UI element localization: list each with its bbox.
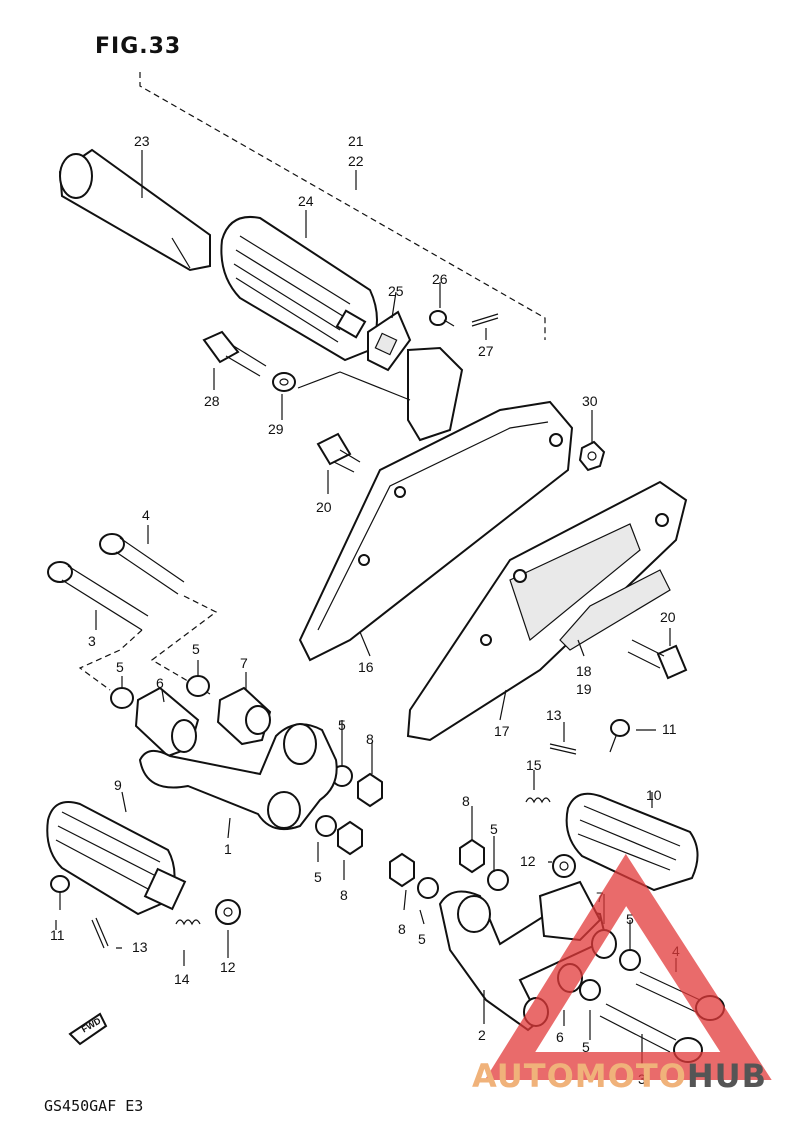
callout-c8d: 8 xyxy=(398,921,406,937)
callout-c19: 19 xyxy=(576,681,592,697)
part-shaft xyxy=(58,148,211,272)
model-code: GS450GAF E3 xyxy=(44,1097,144,1115)
part-plate xyxy=(367,310,412,372)
callout-c8a: 8 xyxy=(366,731,374,747)
callout-c28: 28 xyxy=(204,393,220,409)
callout-c23: 23 xyxy=(134,133,150,149)
part-nuts xyxy=(337,772,485,888)
callout-c21: 21 xyxy=(348,133,364,149)
callout-c15: 15 xyxy=(526,757,542,773)
leader-29 xyxy=(297,371,411,401)
part-footpeg-rubber-rear xyxy=(220,216,378,362)
callout-c29: 29 xyxy=(268,421,284,437)
callout-c6a: 6 xyxy=(156,675,164,691)
watermark-part1: AUTOMOTO xyxy=(472,1057,687,1095)
callout-c5g: 5 xyxy=(418,931,426,947)
part-nut-30 xyxy=(578,440,606,472)
callout-c13b: 13 xyxy=(132,939,148,955)
callout-c9: 9 xyxy=(114,777,122,793)
callout-c10: 10 xyxy=(646,787,662,803)
part-cotter-pin xyxy=(471,313,499,327)
callout-c4a: 4 xyxy=(142,507,150,523)
callout-c1: 1 xyxy=(224,841,232,857)
guide-lines xyxy=(78,595,218,695)
callout-c5d: 5 xyxy=(490,821,498,837)
callout-c5e: 5 xyxy=(314,869,322,885)
callout-c2: 2 xyxy=(478,1027,486,1043)
callout-c5b: 5 xyxy=(192,641,200,657)
callout-c4b: 4 xyxy=(672,943,680,959)
part-bracket-16 xyxy=(298,400,574,662)
callout-c14: 14 xyxy=(174,971,190,987)
callout-c25: 25 xyxy=(388,283,404,299)
callout-c5a: 5 xyxy=(116,659,124,675)
part-footpeg-arm-1 xyxy=(138,723,338,830)
part-bracket-small xyxy=(407,346,464,442)
callout-c6b: 6 xyxy=(556,1029,564,1045)
part-bolt-28 xyxy=(202,330,267,377)
assembly-line xyxy=(139,72,546,340)
callout-c12a: 12 xyxy=(520,853,536,869)
part-collars xyxy=(134,686,272,758)
callout-c17: 17 xyxy=(494,723,510,739)
part-footpeg-9 xyxy=(46,801,187,916)
callout-c7b: 7 xyxy=(596,889,604,905)
callout-c5h: 5 xyxy=(582,1039,590,1055)
callout-c18: 18 xyxy=(576,663,592,679)
callout-c8b: 8 xyxy=(462,793,470,809)
callout-c13a: 13 xyxy=(546,707,562,723)
callout-c20a: 20 xyxy=(316,499,332,515)
callout-c7a: 7 xyxy=(240,655,248,671)
part-bolt-4-left xyxy=(99,533,185,595)
leader-lines xyxy=(55,150,677,1066)
part-springs xyxy=(175,797,551,926)
callout-c11b: 11 xyxy=(50,927,65,943)
callout-c8c: 8 xyxy=(340,887,348,903)
callout-c12b: 12 xyxy=(220,959,236,975)
part-washer-29 xyxy=(272,372,296,392)
figure-title: FIG.33 xyxy=(95,34,182,59)
callout-c3a: 3 xyxy=(88,633,96,649)
callout-c11a: 11 xyxy=(662,721,677,737)
callout-c22: 22 xyxy=(348,153,364,169)
watermark-part2: HUB xyxy=(686,1057,768,1095)
callout-c5f: 5 xyxy=(626,911,634,927)
watermark-text: AUTOMOTOHUB xyxy=(472,1057,767,1095)
part-cotter-13 xyxy=(91,743,577,949)
part-bolt-3-left xyxy=(47,561,149,631)
callout-c5c: 5 xyxy=(338,717,346,733)
callout-c24: 24 xyxy=(298,193,314,209)
part-footpeg-10 xyxy=(565,792,699,892)
part-bolt-20-lower xyxy=(627,639,688,680)
part-plate-18 xyxy=(559,569,671,651)
callout-c16: 16 xyxy=(358,659,374,675)
callout-c27: 27 xyxy=(478,343,494,359)
part-heel-plate-17 xyxy=(406,480,688,742)
part-pin xyxy=(429,310,455,327)
part-bolts-right xyxy=(599,971,725,1063)
part-footpeg-arm-2 xyxy=(438,880,608,1032)
fwd-arrow-icon: FWD xyxy=(68,1012,108,1046)
callout-c20b: 20 xyxy=(660,609,676,625)
callout-c26: 26 xyxy=(432,271,448,287)
part-pins-11 xyxy=(50,719,630,910)
callout-c30: 30 xyxy=(582,393,598,409)
part-bolt-20-upper xyxy=(316,432,361,473)
